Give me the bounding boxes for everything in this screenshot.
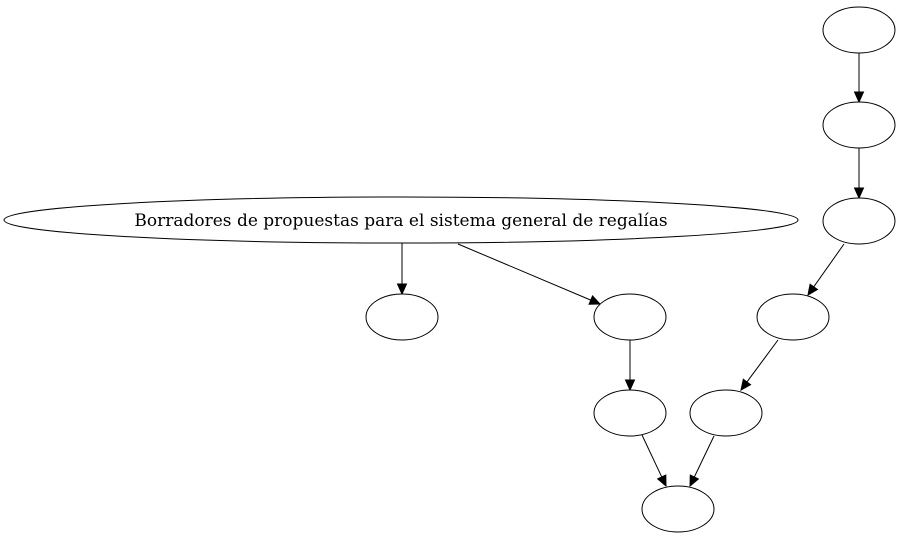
arrowhead	[689, 474, 700, 488]
node-ellipse	[3, 196, 799, 244]
edge-line	[457, 243, 591, 301]
edge-line	[746, 339, 779, 383]
node-ellipse	[641, 485, 715, 533]
edge-root-to-n_left	[396, 243, 408, 296]
edge-n_mid2-to-n_bottom	[641, 434, 667, 488]
graph-node	[822, 197, 896, 245]
edge-line	[693, 435, 715, 478]
edge-n_r2-to-n_r3	[853, 148, 865, 200]
arrowhead	[853, 187, 865, 200]
graph-node	[756, 293, 830, 341]
arrowhead	[740, 378, 752, 391]
graph-node	[822, 6, 896, 54]
arrowhead	[624, 379, 636, 392]
arrowhead	[656, 474, 667, 488]
edge-n_r5-to-n_bottom	[689, 435, 715, 488]
node-ellipse	[689, 389, 763, 437]
edge-line	[813, 243, 845, 288]
arrowhead	[853, 91, 865, 104]
graph-node	[365, 293, 439, 341]
graph-edges	[396, 53, 865, 488]
node-ellipse	[593, 293, 667, 341]
arrowhead	[807, 283, 819, 296]
arrowhead	[396, 283, 408, 296]
root-node: Borradores de propuestas para el sistema…	[3, 196, 799, 244]
edge-n_r3-to-n_r4	[807, 243, 845, 296]
edge-n_r1-to-n_r2	[853, 53, 865, 104]
node-ellipse	[822, 197, 896, 245]
node-ellipse	[593, 389, 667, 437]
graph-node	[641, 485, 715, 533]
node-ellipse	[822, 101, 896, 149]
edge-n_mid1-to-n_mid2	[624, 340, 636, 392]
graph-node	[689, 389, 763, 437]
node-ellipse	[365, 293, 439, 341]
node-ellipse	[822, 6, 896, 54]
edge-n_r4-to-n_r5	[740, 339, 779, 391]
graph-node	[822, 101, 896, 149]
node-label: Borradores de propuestas para el sistema…	[134, 211, 667, 231]
graph-node	[593, 389, 667, 437]
arrowhead	[588, 295, 602, 305]
edge-line	[641, 434, 663, 478]
graph-node	[593, 293, 667, 341]
graph-nodes: Borradores de propuestas para el sistema…	[3, 6, 896, 533]
edge-root-to-n_mid1	[457, 243, 602, 305]
node-ellipse	[756, 293, 830, 341]
